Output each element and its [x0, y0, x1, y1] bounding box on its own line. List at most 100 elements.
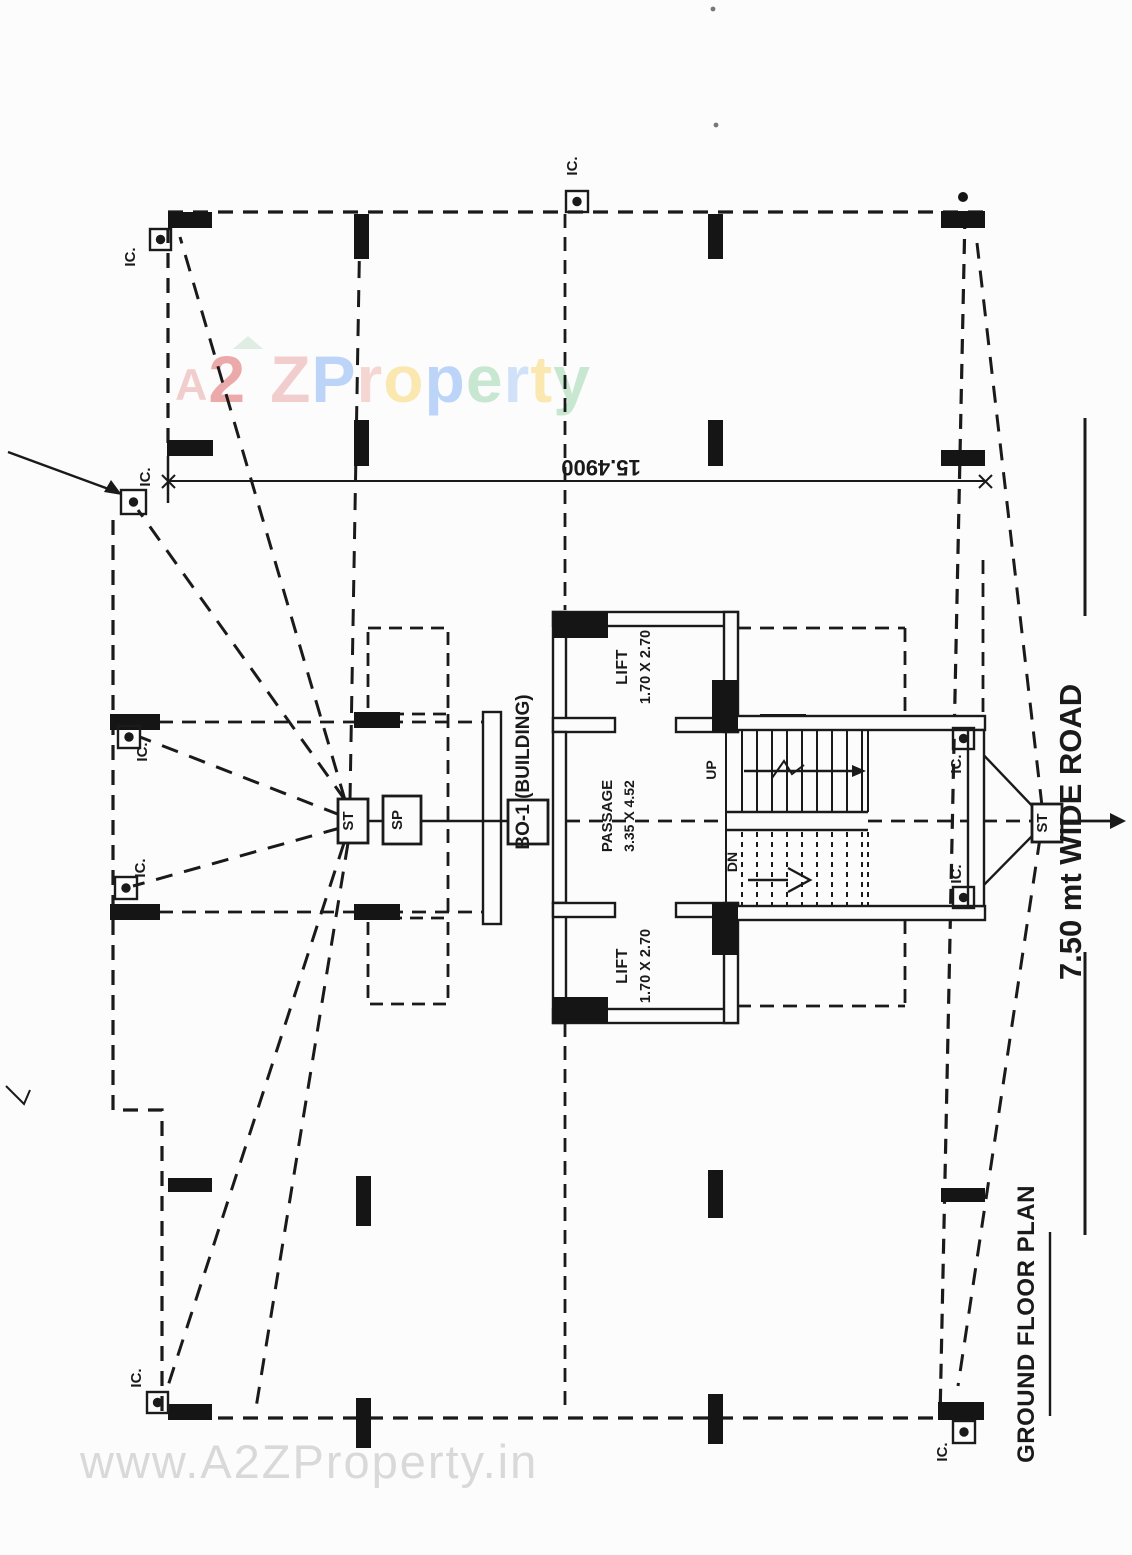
column [354, 712, 400, 728]
building-label: BO-1 (BUILDING) [513, 694, 534, 849]
lobby-bottom-outline [737, 920, 907, 1008]
house-roof-icon [233, 336, 263, 349]
drain-to-ic-left1 [136, 509, 347, 801]
column [167, 440, 213, 456]
lobby-top-outline [737, 626, 907, 716]
print-specks [710, 6, 719, 128]
passage-wall [551, 730, 568, 905]
ic-labels: IC. IC. IC. IC. IC. IC. IC. IC. IC. [122, 156, 965, 1461]
watermark-letter: Z [270, 342, 312, 416]
column [708, 1170, 723, 1218]
column [168, 212, 212, 228]
inspection-chambers [113, 189, 977, 1445]
drain-to-ic-left2 [139, 735, 341, 817]
drain-to-ic-br [956, 837, 1042, 1387]
watermark-url: www.A2ZProperty.in [80, 1435, 539, 1488]
column [168, 1404, 212, 1420]
column [941, 450, 985, 466]
column [938, 1402, 984, 1420]
ic-label: IC. [134, 742, 151, 761]
boundary-left-lower [111, 520, 164, 1418]
column [354, 420, 369, 466]
drain-lines-right [956, 242, 1044, 1387]
watermark-letter: e [465, 342, 504, 416]
watermark-letter: y [553, 342, 591, 416]
ic-label: IC. [564, 156, 581, 175]
building-core [481, 610, 987, 1025]
watermark-letter: P [311, 342, 357, 416]
ic-marker-top-mid [564, 189, 590, 214]
column [708, 214, 723, 259]
road-label: 7.50 mt WIDE ROAD [1053, 684, 1088, 980]
drain-lines-left [132, 219, 362, 1415]
drain-to-ic-left3 [132, 826, 341, 888]
porch-wall [481, 710, 503, 926]
septic-tank-box-right [1030, 802, 1064, 844]
column [356, 1398, 371, 1448]
plot-boundary [111, 210, 985, 1420]
stair-treads-down [741, 832, 869, 905]
ic-marker-stair-bottom [951, 885, 976, 910]
drain-to-corner-tr [975, 242, 1044, 807]
lift-bottom-label: LIFT [614, 948, 631, 984]
drain-to-corner-tl [178, 236, 347, 801]
column [941, 211, 985, 228]
corner-dot [958, 192, 968, 202]
drain-to-ic-bl [164, 842, 346, 1393]
ic-marker-bottom-right [951, 1419, 977, 1445]
ic-label: IC. [137, 467, 154, 486]
ic-marker-top-left [148, 227, 173, 252]
drawing-title: GROUND FLOOR PLAN [1013, 1185, 1052, 1463]
down-label: DN [724, 852, 740, 872]
watermark-letter: p [424, 342, 466, 416]
soak-pit-label: SP [389, 810, 406, 830]
margin-tick [5, 1085, 31, 1106]
ic-label: IC. [948, 864, 965, 883]
watermark-letter: r [356, 342, 384, 416]
column [356, 1176, 371, 1226]
stairwell-walls [724, 714, 987, 922]
down-arrow [748, 866, 813, 894]
septic-tank-label-right: ST [1034, 813, 1051, 832]
ic-leaders-right [974, 745, 1039, 895]
soak-pit-box [381, 794, 423, 846]
plot-width-dimension [161, 474, 993, 489]
ic-label: IC. [948, 754, 965, 773]
lift-top-label: LIFT [614, 649, 631, 685]
passage-label: PASSAGE [599, 780, 616, 852]
watermark-letter: t [530, 342, 554, 416]
page-title: GROUND FLOOR PLAN [1013, 1185, 1040, 1463]
column [708, 420, 723, 466]
ic-label: IC. [128, 1368, 145, 1387]
lift-top-size: 1.70 X 2.70 [638, 630, 654, 704]
septic-tank-box-left [336, 797, 370, 845]
service-room-top [366, 626, 450, 716]
septic-system: ST SP ST [336, 794, 1126, 846]
drain-to-top-boundary [348, 219, 362, 801]
ic-label: IC. [122, 247, 139, 266]
lift-bottom-size: 1.70 X 2.70 [638, 929, 654, 1003]
service-room-bottom [366, 916, 450, 1006]
landing-edge [726, 810, 868, 832]
ic-label: IC. [132, 858, 149, 877]
dimension-tick-right [978, 474, 993, 489]
ic-marker-left-2 [116, 724, 142, 750]
column [708, 1394, 723, 1444]
road: 7.50 mt WIDE ROAD [1053, 418, 1088, 1235]
watermark-letter: r [503, 342, 531, 416]
leader-ic-rbot [974, 829, 1039, 895]
lift-corner-blocks [553, 612, 738, 1023]
watermark-letter: A [175, 359, 209, 410]
column [354, 904, 400, 920]
ic-marker-left-1 [119, 488, 148, 516]
leader-arrowhead [104, 480, 122, 495]
room-labels: LIFT 1.70 X 2.70 LIFT 1.70 X 2.70 PASSAG… [506, 630, 654, 1003]
projection-lines [113, 214, 1032, 1414]
boundary-right [938, 213, 967, 1419]
ic-marker-stair-top [951, 726, 976, 751]
dimension-tick-left [161, 474, 176, 489]
up-label: UP [703, 760, 719, 779]
outlet-arrow [1062, 813, 1126, 829]
column [110, 904, 160, 920]
